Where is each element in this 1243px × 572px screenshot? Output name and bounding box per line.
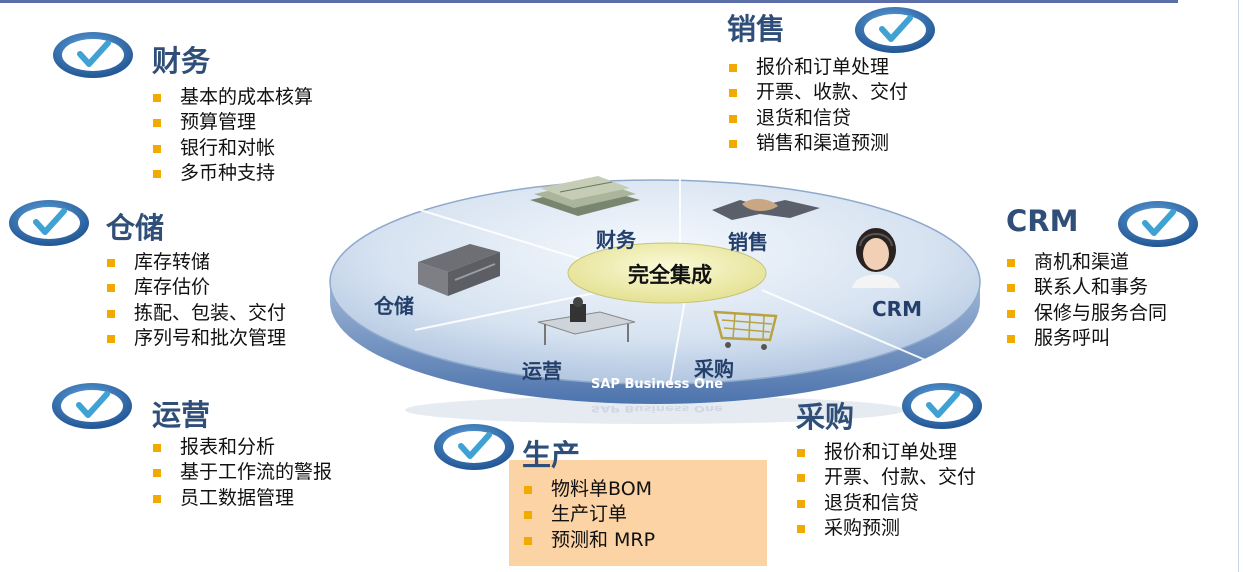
warehouse-list: 库存转储 库存估价 拣配、包装、交付 序列号和批次管理 bbox=[106, 250, 286, 351]
wheel-shadow bbox=[405, 396, 905, 424]
operations-title: 运营 bbox=[152, 398, 211, 432]
money-stack-icon bbox=[530, 176, 640, 216]
check-badge-icon bbox=[9, 200, 89, 246]
purchasing-title: 采购 bbox=[796, 400, 855, 434]
production-list: 物料单BOM 生产订单 预测和 MRP bbox=[523, 477, 655, 553]
list-item: 开票、付款、交付 bbox=[796, 465, 976, 490]
right-rule bbox=[1238, 0, 1239, 572]
check-badge-icon bbox=[1118, 201, 1198, 247]
list-item: 预测和 MRP bbox=[523, 528, 655, 553]
finance-title: 财务 bbox=[152, 44, 211, 78]
office-desk-icon bbox=[537, 297, 636, 345]
list-item: 报价和订单处理 bbox=[796, 440, 976, 465]
brand-reflection-text: SAP Business One bbox=[591, 404, 723, 415]
wheel-label-crm: CRM bbox=[872, 297, 922, 321]
list-item: 销售和渠道预测 bbox=[728, 131, 908, 156]
list-item: 序列号和批次管理 bbox=[106, 326, 286, 351]
shopping-cart-icon bbox=[713, 310, 778, 350]
list-item: 报价和订单处理 bbox=[728, 55, 908, 80]
list-item: 拣配、包装、交付 bbox=[106, 301, 286, 326]
list-item: 服务呼叫 bbox=[1006, 326, 1167, 351]
list-item: 生产订单 bbox=[523, 502, 655, 527]
handshake-icon bbox=[712, 198, 820, 220]
check-badge-icon bbox=[902, 383, 982, 429]
center-ellipse bbox=[567, 242, 767, 304]
warehouse-building-icon bbox=[418, 244, 500, 296]
warehouse-title: 仓储 bbox=[106, 211, 165, 245]
check-badge-icon bbox=[855, 7, 935, 53]
sales-title: 销售 bbox=[727, 12, 786, 46]
list-item: 退货和信贷 bbox=[728, 106, 908, 131]
list-item: 报表和分析 bbox=[152, 435, 332, 460]
finance-list: 基本的成本核算 预算管理 银行和对帐 多币种支持 bbox=[152, 85, 313, 186]
wheel-dividers bbox=[414, 178, 931, 385]
crm-title: CRM bbox=[1006, 204, 1079, 238]
list-item: 多币种支持 bbox=[152, 161, 313, 186]
sales-list: 报价和订单处理 开票、收款、交付 退货和信贷 销售和渠道预测 bbox=[728, 55, 908, 156]
crm-list: 商机和渠道 联系人和事务 保修与服务合同 服务呼叫 bbox=[1006, 250, 1167, 351]
list-item: 银行和对帐 bbox=[152, 136, 313, 161]
support-agent-icon bbox=[852, 228, 900, 288]
list-item: 联系人和事务 bbox=[1006, 275, 1167, 300]
list-item: 基本的成本核算 bbox=[152, 85, 313, 110]
list-item: 采购预测 bbox=[796, 516, 976, 541]
list-item: 员工数据管理 bbox=[152, 486, 332, 511]
wheel-label-operations: 运营 bbox=[522, 359, 562, 383]
list-item: 基于工作流的警报 bbox=[152, 460, 332, 485]
wheel-label-purchasing: 采购 bbox=[694, 357, 734, 381]
center-label: 完全集成 bbox=[628, 263, 712, 287]
brand-reflection: SAP Business One bbox=[591, 404, 723, 415]
check-badge-icon bbox=[52, 383, 132, 429]
list-item: 库存估价 bbox=[106, 275, 286, 300]
list-item: 预算管理 bbox=[152, 110, 313, 135]
production-highlight-box bbox=[509, 460, 767, 566]
list-item: 库存转储 bbox=[106, 250, 286, 275]
list-item: 退货和信贷 bbox=[796, 491, 976, 516]
operations-list: 报表和分析 基于工作流的警报 员工数据管理 bbox=[152, 435, 332, 511]
list-item: 开票、收款、交付 bbox=[728, 80, 908, 105]
list-item: 物料单BOM bbox=[523, 477, 655, 502]
list-item: 商机和渠道 bbox=[1006, 250, 1167, 275]
production-title: 生产 bbox=[522, 438, 581, 472]
wheel-label-warehouse: 仓储 bbox=[374, 294, 414, 318]
wheel-label-finance: 财务 bbox=[596, 228, 636, 252]
check-badge-icon bbox=[53, 32, 133, 78]
wheel-label-sales: 销售 bbox=[728, 230, 768, 254]
check-badge-icon bbox=[434, 424, 514, 470]
top-rule bbox=[0, 0, 1178, 3]
list-item: 保修与服务合同 bbox=[1006, 301, 1167, 326]
purchasing-list: 报价和订单处理 开票、付款、交付 退货和信贷 采购预测 bbox=[796, 440, 976, 541]
brand-label: SAP Business One bbox=[591, 377, 723, 392]
